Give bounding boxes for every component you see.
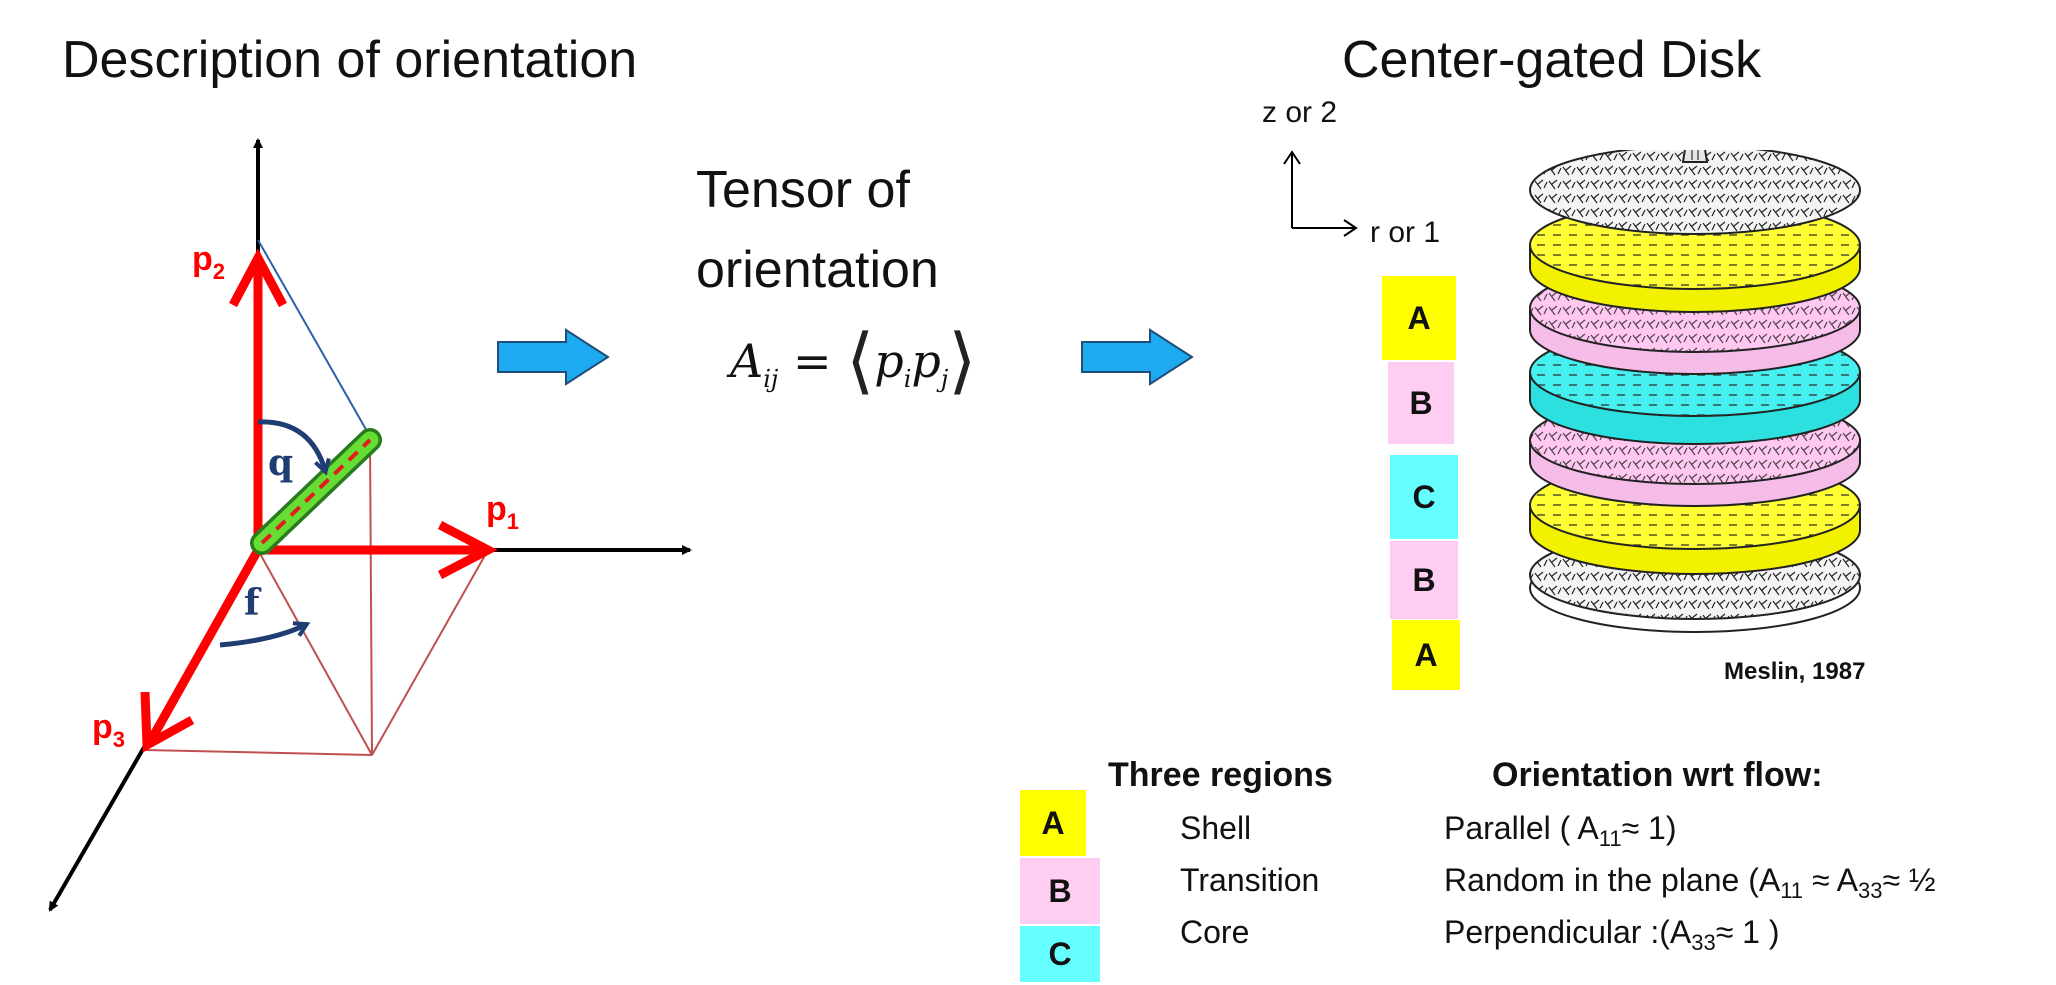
legend-B: B <box>1020 858 1100 924</box>
stack-A-bottom: A <box>1392 620 1460 690</box>
arrow-icon-right <box>1081 328 1194 386</box>
tensor-equation: Aij = ⟨pipj⟩ <box>730 318 977 402</box>
legend-A: A <box>1020 790 1086 856</box>
orientation-parallel: Parallel ( A11≈ 1) <box>1444 810 1677 851</box>
credit-label: Meslin, 1987 <box>1724 658 1866 685</box>
orientation-perpendicular: Perpendicular :(A33≈ 1 ) <box>1444 914 1780 955</box>
p2-label: p2 <box>192 240 226 284</box>
p1-label: p1 <box>486 490 520 534</box>
regions-header: Three regions <box>1108 756 1333 794</box>
region-core: Core <box>1180 914 1250 950</box>
region-transition: Transition <box>1180 862 1320 898</box>
theta-label: q <box>268 442 294 484</box>
orientation-header: Orientation wrt flow: <box>1492 756 1823 794</box>
phi-arc <box>219 621 311 648</box>
r-axis-label: r or 1 <box>1370 216 1441 249</box>
left-title: Description of orientation <box>62 31 638 89</box>
stack-C: C <box>1390 455 1458 539</box>
legend-C: C <box>1020 926 1100 982</box>
theta-arc <box>257 419 331 476</box>
arrow-icon-left <box>497 328 610 386</box>
disk-title: Center-gated Disk <box>1342 31 1762 89</box>
region-shell: Shell <box>1180 810 1252 846</box>
stack-A-top: A <box>1382 276 1456 360</box>
tensor-title-line1: Tensor of <box>696 161 910 219</box>
disk-axes <box>1283 150 1358 237</box>
stack-B-bottom: B <box>1390 541 1458 619</box>
phi-label: f <box>244 582 260 624</box>
stack-B-top: B <box>1388 362 1454 444</box>
p3-vector <box>146 547 262 745</box>
orientation-random: Random in the plane (A11 ≈ A33≈ ½ <box>1444 862 1936 903</box>
disk-illustration <box>1529 150 1861 633</box>
z-axis-label: z or 2 <box>1262 96 1338 129</box>
p3-label: p3 <box>92 708 126 752</box>
orientation-diagram <box>48 138 692 912</box>
tensor-title-line2: orientation <box>696 241 939 299</box>
